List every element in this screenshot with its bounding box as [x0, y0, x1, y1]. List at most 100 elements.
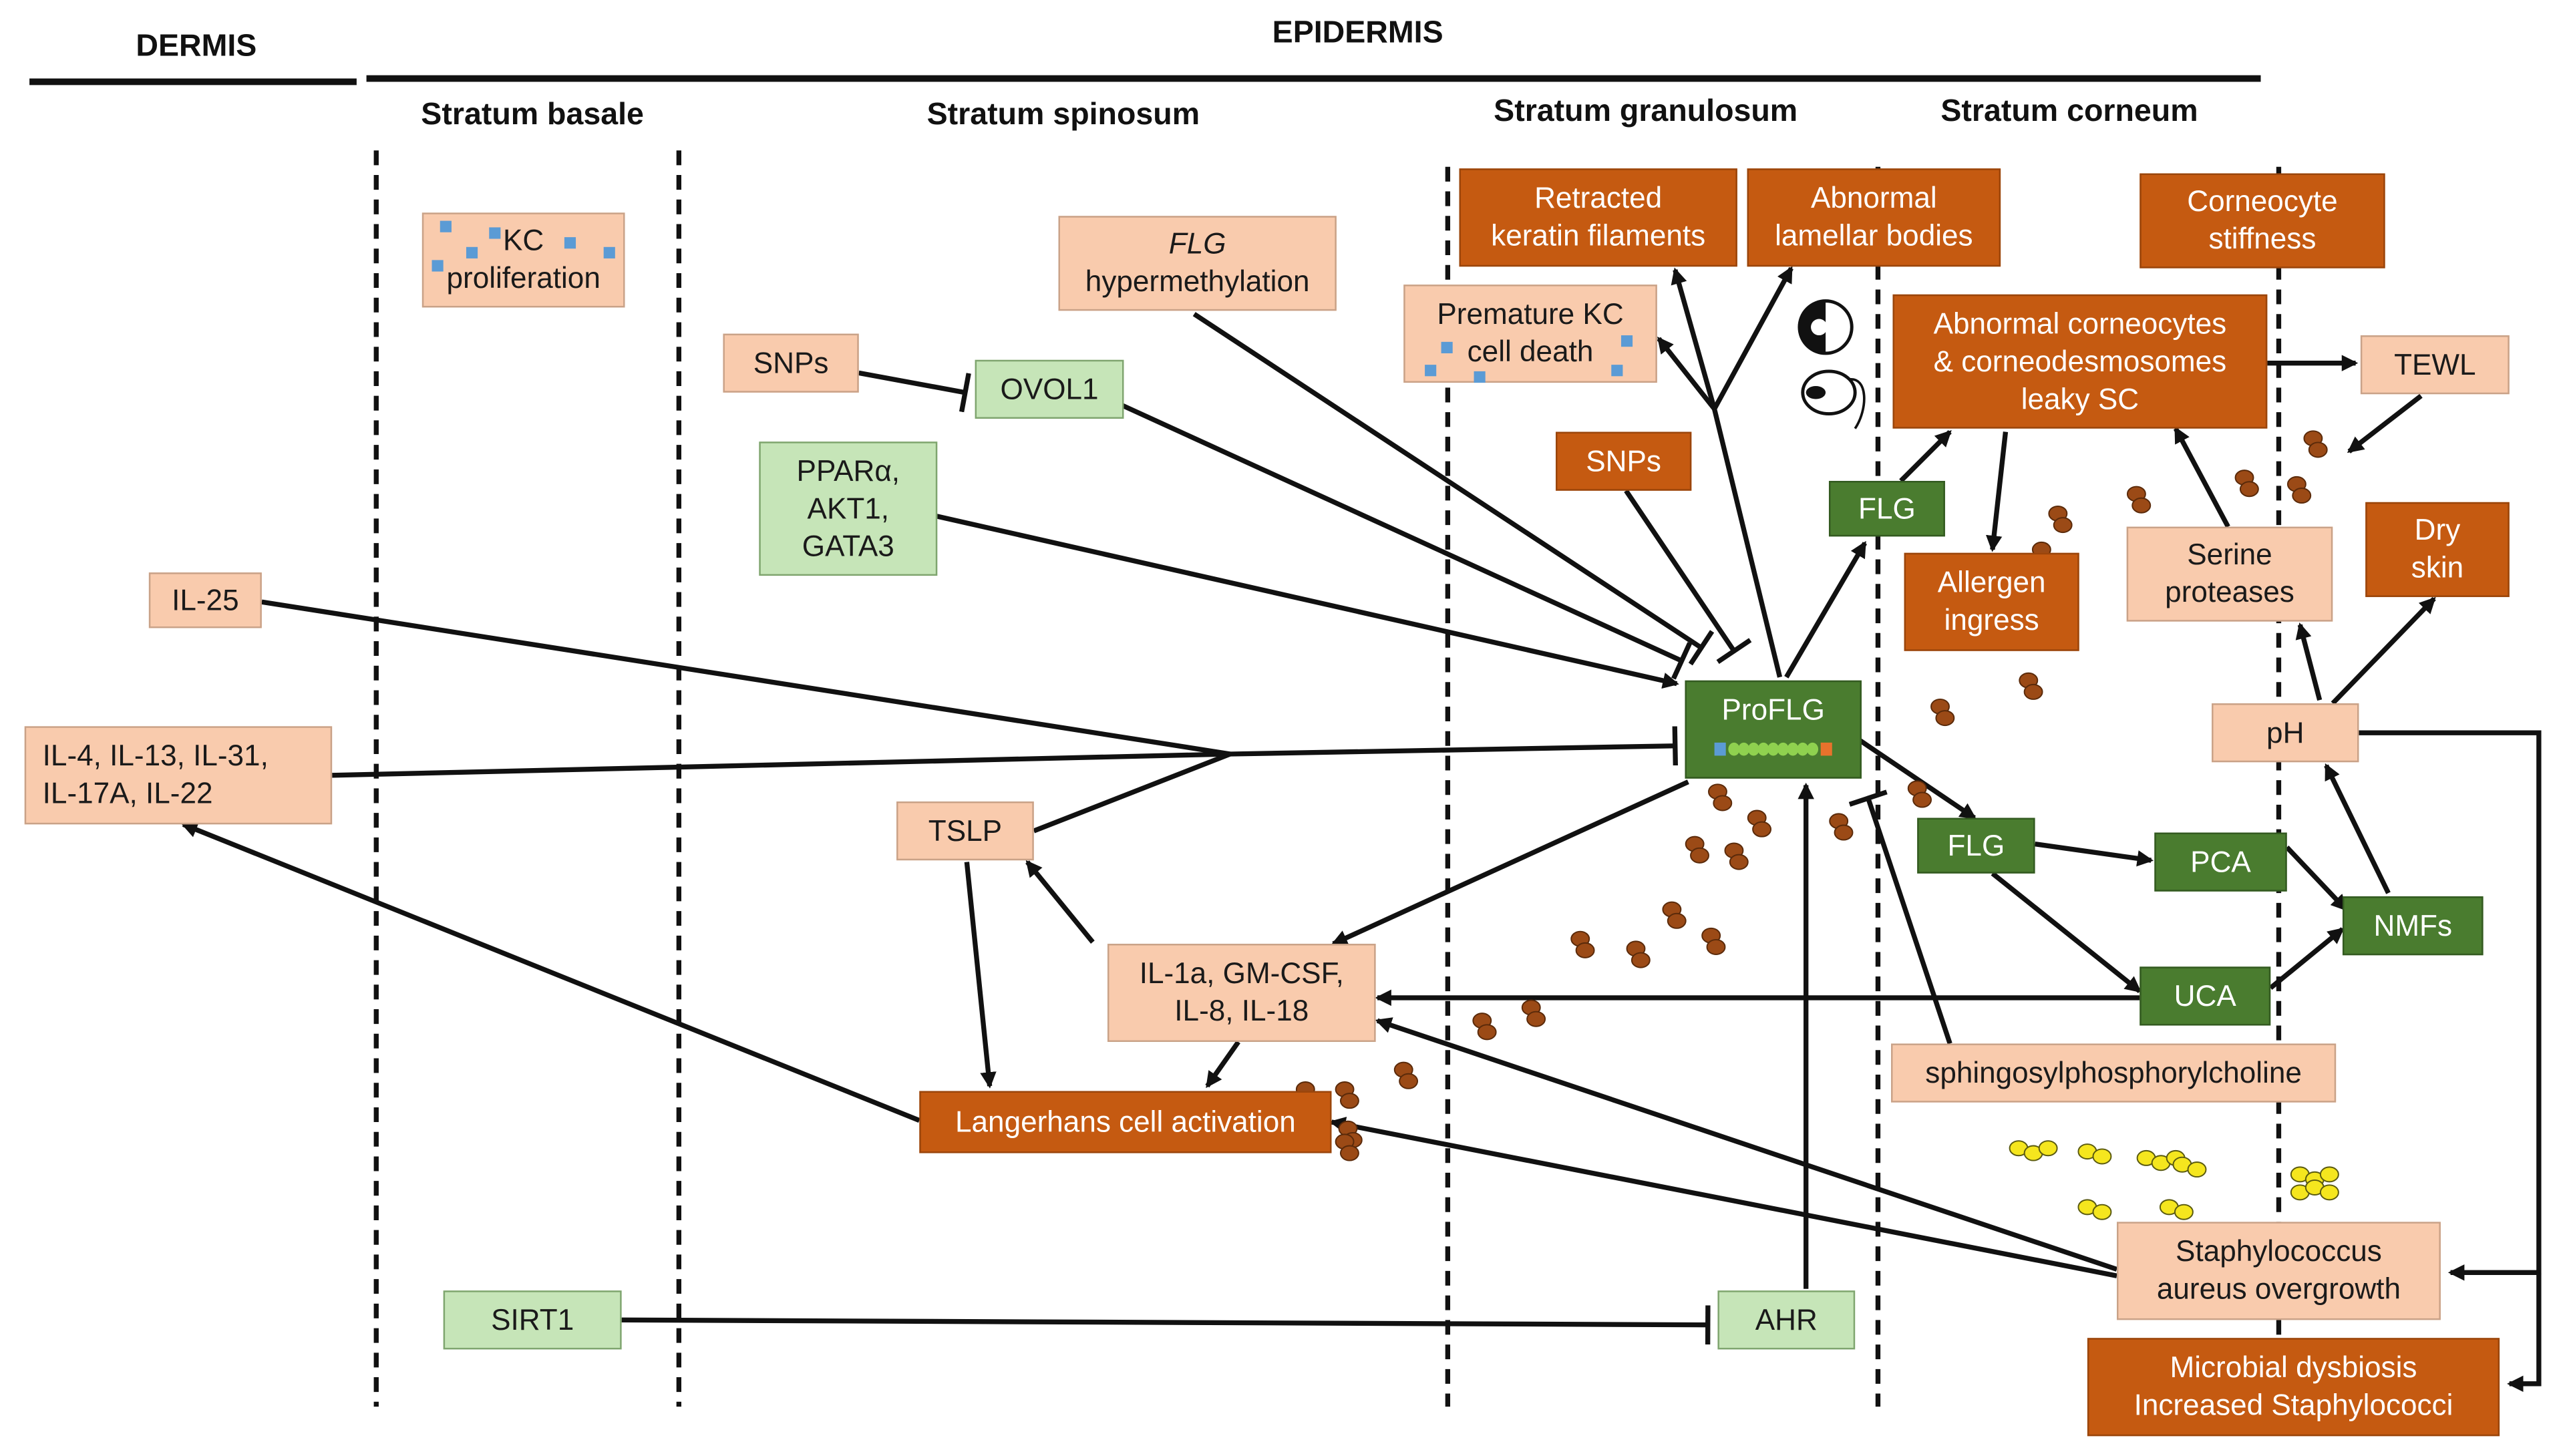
tewl-label: TEWL	[2394, 347, 2476, 381]
flg-upper-label: FLG	[1858, 491, 1916, 524]
flg-lower-to-pca	[2035, 842, 2154, 867]
snps-right-label: SNPs	[1586, 443, 1661, 477]
allergen-ingress-box: Allergen ingress	[1904, 552, 2079, 651]
abnormal-lamellar-label: Abnormal lamellar bodies	[1775, 181, 1973, 252]
serine-proteases-to-abnormal-corneocytes	[2173, 426, 2230, 528]
header-stratum-corneum: Stratum corneum	[1940, 95, 2198, 130]
allergen-ingress-label: Allergen ingress	[1937, 566, 2046, 636]
flg-lower-label: FLG	[1947, 828, 2005, 862]
abnormal-corneocytes-to-allergen	[1986, 431, 2009, 552]
proflg-to-flg-lower	[1857, 737, 1977, 820]
cell-death-square-icon	[1441, 341, 1453, 353]
premature-kc-box: Premature KC cell death	[1403, 285, 1657, 383]
microbial-dysbiosis-label: Microbial dysbiosis Increased Staphyloco…	[2133, 1350, 2453, 1422]
staph-overgrowth-label: Staphylococcus aureus overgrowth	[2156, 1234, 2401, 1306]
bacterium-dot	[1752, 821, 1772, 838]
proliferation-square-icon	[432, 260, 444, 272]
bacterium-dot	[2239, 481, 2259, 498]
nmfs-to-ph	[2324, 763, 2391, 894]
staphylococcus-dot	[2174, 1204, 2194, 1220]
bacterium-dot	[1935, 710, 1955, 727]
snps-inhibits-proflg	[1624, 489, 1752, 665]
bacterium-dot	[1399, 1073, 1419, 1089]
ph-to-dry-skin	[2331, 596, 2436, 705]
pca-to-nmfs	[2285, 846, 2348, 912]
flg-hypermethylation-box: FLG hypermethylation	[1058, 216, 1337, 311]
tslp-to-langerhans	[964, 862, 997, 1089]
ppar-akt-gata-box: PPARα, AKT1, GATA3	[759, 441, 938, 576]
bacterium-dot	[1667, 912, 1687, 929]
kc-proliferation-box: KC proliferation	[421, 212, 625, 308]
ph-label: pH	[2266, 715, 2304, 749]
snps-left-box: SNPs	[723, 333, 859, 393]
header-dermis: DERMIS	[136, 29, 257, 64]
staphylococcus-dots	[2009, 1140, 2339, 1220]
snps-left-label: SNPs	[753, 345, 829, 379]
bacterium-dot	[1729, 854, 1749, 870]
flg-hypermethylation-label: hypermethylation	[1085, 264, 1310, 298]
ppar-to-proflg	[932, 512, 1679, 689]
flg-lower-box: FLG	[1917, 817, 2035, 874]
bacterium-dot	[2023, 683, 2043, 700]
proflg-label: ProFLG	[1721, 693, 1825, 727]
kc-proliferation-label: KC proliferation	[446, 224, 601, 295]
staph-to-il1a	[1375, 1017, 2118, 1272]
ovol1-label: OVOL1	[1000, 372, 1099, 405]
bacterium-dot	[1575, 942, 1595, 958]
cell-death-square-icon	[1425, 365, 1437, 377]
header-rules	[29, 75, 2261, 85]
serine-proteases-label: Serine proteases	[2165, 538, 2294, 609]
il25-to-junction	[261, 599, 1231, 757]
staphylococcus-dot	[2187, 1161, 2207, 1178]
cytokines-to-junction	[332, 751, 1230, 778]
dry-skin-box: Dry skin	[2365, 502, 2510, 597]
bacterium-dot	[1690, 847, 1709, 864]
cell-death-square-icon	[1474, 371, 1486, 383]
pca-box: PCA	[2154, 832, 2287, 892]
bacterium-dot	[1526, 1011, 1546, 1027]
bacterium-dot	[1706, 938, 1726, 955]
staphylococcus-dot	[2319, 1166, 2339, 1183]
staphylococcus-dot	[2092, 1204, 2112, 1220]
tewl-to-surface	[2347, 393, 2423, 453]
header-stratum-spinosum: Stratum spinosum	[926, 98, 1200, 133]
header-stratum-granulosum: Stratum granulosum	[1494, 95, 1798, 130]
langerhans-box: Langerhans cell activation	[919, 1091, 1332, 1153]
corneocyte-stiffness-box: Corneocyte stiffness	[2140, 173, 2385, 268]
tslp-box: TSLP	[896, 801, 1034, 861]
flg-lower-to-uca	[1991, 871, 2142, 993]
bacterium-dot	[2053, 517, 2073, 534]
connectors	[180, 266, 2542, 1393]
il1a-to-langerhans	[1205, 1040, 1240, 1089]
granule-icons	[1798, 299, 1866, 429]
il-cytokines-label: IL-4, IL-13, IL-31, IL-17A, IL-22	[42, 739, 269, 810]
bacterium-dot	[1912, 791, 1932, 808]
tewl-box: TEWL	[2360, 335, 2510, 395]
nmfs-box: NMFs	[2342, 896, 2484, 956]
premature-kc-label: Premature KC cell death	[1437, 297, 1624, 369]
il1a-to-tslp	[1025, 860, 1095, 944]
bacterium-dot	[1477, 1024, 1497, 1041]
staph-overgrowth-box: Staphylococcus aureus overgrowth	[2117, 1222, 2441, 1320]
ph-to-microbial-dysbiosis	[2507, 1272, 2542, 1393]
microbial-dysbiosis-box: Microbial dysbiosis Increased Staphyloco…	[2087, 1338, 2500, 1437]
ppar-akt-gata-label: PPARα, AKT1, GATA3	[796, 453, 900, 562]
ahr-box: AHR	[1717, 1290, 1856, 1350]
pca-label: PCA	[2190, 844, 2251, 878]
proliferation-square-icon	[564, 237, 576, 249]
branch-to-retracted-keratin	[1671, 267, 1717, 410]
sirt1-box: SIRT1	[443, 1290, 622, 1350]
staph-to-langerhans	[1329, 1116, 2117, 1278]
ph-to-staph	[2359, 730, 2542, 1281]
il1a-gmcsf-label: IL-1a, GM-CSF, IL-8, IL-18	[1139, 956, 1344, 1027]
staphylococcus-dot	[2038, 1140, 2058, 1157]
bacterium-dot	[2308, 441, 2328, 458]
ph-box: pH	[2212, 703, 2359, 763]
tslp-to-junction	[1033, 751, 1231, 834]
dry-skin-label: Dry skin	[2411, 513, 2464, 584]
header-stratum-basale: Stratum basale	[421, 98, 644, 133]
ahr-label: AHR	[1755, 1302, 1818, 1336]
nmfs-label: NMFs	[2373, 908, 2453, 942]
bacterium-dot	[1834, 824, 1854, 841]
